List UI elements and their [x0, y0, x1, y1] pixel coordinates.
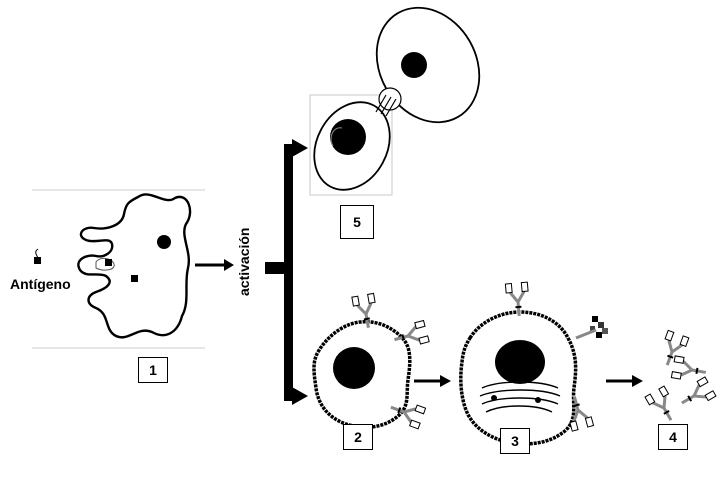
nucleus-3 [495, 340, 545, 384]
label-1: 1 [138, 357, 168, 383]
label-5: 5 [340, 205, 374, 239]
antibody-cluster [575, 316, 608, 340]
plasma-cell-secreting [459, 280, 608, 446]
activation-label: activación [236, 227, 252, 296]
branch-arrows [265, 139, 308, 405]
antigen-label: Antígeno [10, 276, 71, 292]
memory-cell-group [309, 6, 481, 196]
plasma-cell [312, 291, 431, 431]
macrophage-cell [32, 189, 205, 349]
plasma-cell-nucleus [333, 347, 375, 389]
antigen-square [34, 257, 41, 264]
antigen-in-vesicle [105, 259, 112, 266]
activation-arrow [195, 259, 234, 271]
phagocytosed-antigen [131, 275, 138, 282]
label-4: 4 [658, 424, 688, 450]
memory-cell-nucleus [330, 119, 366, 155]
free-antibodies [643, 328, 717, 428]
label-2: 2 [343, 424, 373, 450]
macrophage-nucleus [157, 235, 171, 249]
arrow-2-to-3 [414, 375, 451, 387]
arrow-3-to-4 [606, 375, 643, 387]
rough-er [479, 381, 561, 413]
label-3: 3 [500, 428, 530, 454]
